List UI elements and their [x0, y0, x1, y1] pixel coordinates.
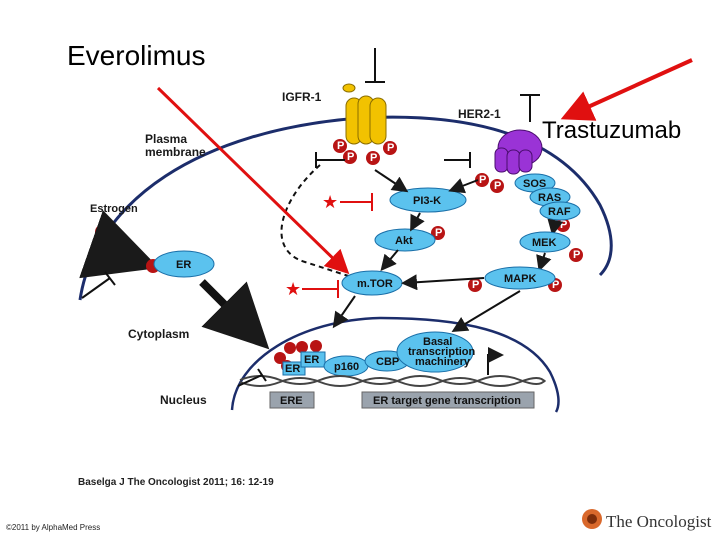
sos-label: SOS — [523, 178, 546, 190]
ere-box — [269, 391, 315, 409]
everolimus-label: Everolimus — [67, 40, 206, 71]
svg-text:P: P — [494, 180, 501, 192]
svg-text:P: P — [370, 152, 377, 164]
igfr1-receptor — [345, 95, 387, 145]
transcription-start-arrow — [487, 347, 504, 375]
er-target-label: ER target gene transcription — [373, 395, 521, 407]
trastuzumab-label: Trastuzumab — [542, 117, 682, 144]
mek-node — [519, 231, 571, 253]
star-inhibitor-mtor: ★ — [285, 279, 301, 299]
er-complex-phospho — [274, 340, 322, 372]
mek-label: MEK — [532, 237, 557, 249]
er-complex-box-2 — [300, 351, 326, 368]
copyright: ©2011 by AlphaMed Press — [6, 523, 100, 532]
estrogen-label: Estrogen — [90, 203, 138, 215]
nuclear-membrane-line — [230, 316, 560, 413]
p160-label: p160 — [334, 361, 359, 373]
star-inhibitor-pi3k: ★ — [322, 192, 338, 212]
svg-text:P: P — [347, 151, 354, 163]
nucleus-label: Nucleus — [160, 393, 207, 407]
citation: Baselga J The Oncologist 2011; 16: 12-19 — [78, 477, 274, 488]
akt-node — [374, 228, 436, 252]
svg-text:P: P — [337, 140, 344, 152]
plasma-membrane-label: Plasma membrane — [145, 132, 206, 159]
svg-text:P: P — [387, 142, 394, 154]
er-label: ER — [176, 259, 191, 271]
raf-label: RAF — [548, 206, 571, 218]
er-to-nucleus-arrow — [199, 279, 270, 350]
akt-label: Akt — [395, 235, 413, 247]
trastuzumab-arrow — [560, 58, 693, 121]
svg-text:P: P — [435, 227, 442, 239]
dna-strand — [239, 375, 546, 385]
svg-text:P: P — [560, 219, 567, 231]
ras-label: RAS — [538, 192, 561, 204]
her2-receptor — [494, 129, 543, 175]
feedback-dashed — [280, 164, 356, 279]
svg-text:P: P — [479, 174, 486, 186]
basal-machinery-label: Basal transcription machinery — [408, 336, 478, 368]
er-complex-box-1 — [282, 361, 306, 376]
cbp-label: CBP — [376, 356, 399, 368]
er-complex-label-1: ER — [285, 363, 300, 375]
pi3k-label: PI3-K — [413, 195, 441, 207]
pi3k-node — [389, 187, 467, 213]
svg-text:P: P — [552, 279, 559, 291]
logo-text: The Oncologist — [606, 512, 712, 531]
ere-label: ERE — [280, 395, 303, 407]
er-target-box — [361, 391, 535, 409]
plasma-membrane-line — [78, 115, 613, 301]
estrogen-entry-arrow — [79, 210, 159, 279]
igfr1-label: IGFR-1 — [282, 90, 322, 104]
basal-machinery-node — [396, 331, 474, 373]
oncologist-logo: The Oncologist — [582, 509, 712, 531]
estrogen-inhibitor — [81, 277, 111, 299]
igf-ligand — [342, 83, 356, 93]
cytoplasm-label: Cytoplasm — [128, 327, 189, 341]
mapk-label: MAPK — [504, 273, 536, 285]
estrogen-ligand — [95, 224, 111, 240]
svg-text:P: P — [573, 249, 580, 261]
mtor-label: m.TOR — [357, 278, 393, 290]
mapk-node — [484, 266, 556, 290]
svg-text:P: P — [472, 279, 479, 291]
er-complex-label-2: ER — [304, 354, 319, 366]
er-node — [153, 250, 215, 278]
everolimus-arrow — [156, 86, 350, 275]
her2-label: HER2-1 — [458, 107, 501, 121]
